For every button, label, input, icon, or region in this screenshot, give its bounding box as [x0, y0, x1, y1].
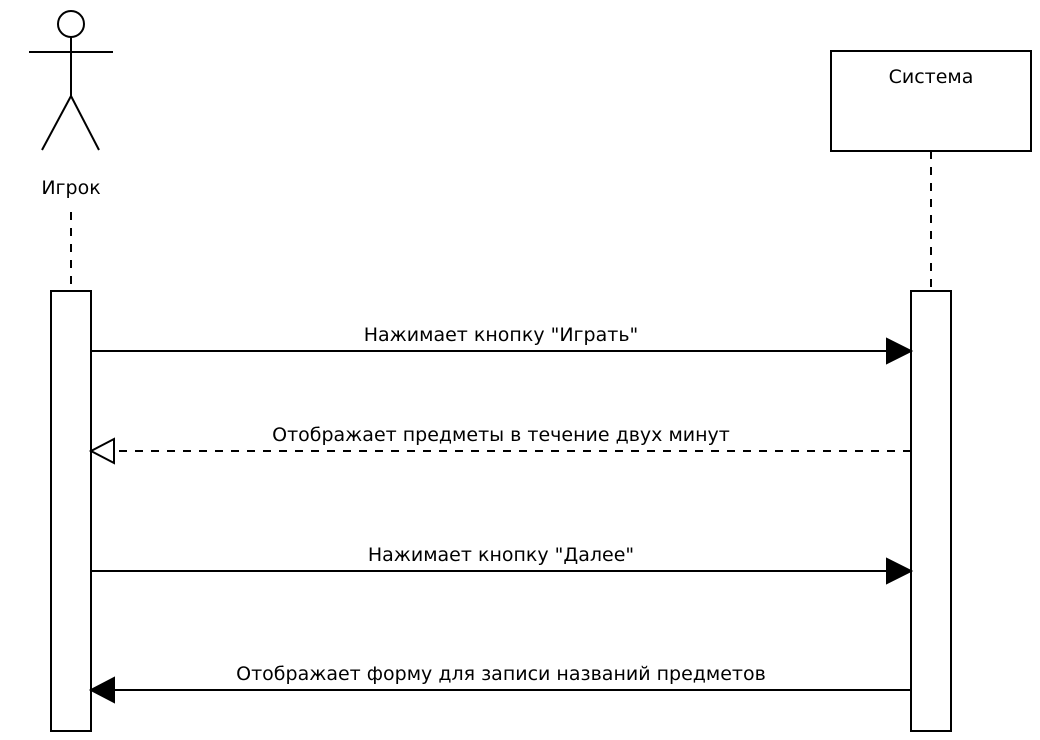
system-activation-bar	[910, 290, 952, 732]
message-label-4: Отображает форму для записи названий пре…	[236, 663, 766, 685]
actor-label: Игрок	[41, 177, 100, 199]
message-arrow-3	[91, 557, 914, 585]
system-label: Система	[889, 66, 974, 88]
message-arrow-2	[88, 437, 911, 465]
actor-activation-bar	[50, 290, 92, 732]
message-arrow-4	[88, 676, 911, 704]
message-label-3: Нажимает кнопку "Далее"	[368, 544, 634, 566]
message-label-1: Нажимает кнопку "Играть"	[364, 324, 639, 346]
system-participant-box	[830, 50, 1032, 152]
message-arrow-1	[91, 337, 914, 365]
message-label-2: Отображает предметы в течение двух минут	[272, 424, 730, 446]
actor-figure-icon	[29, 10, 113, 151]
